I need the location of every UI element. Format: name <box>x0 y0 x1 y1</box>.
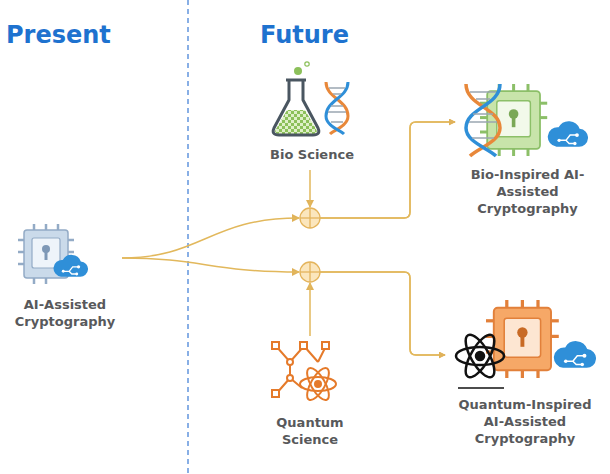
period-heading: Future <box>260 20 349 50</box>
icon-node: Bio Science <box>258 62 366 170</box>
flow-arrow <box>122 122 455 258</box>
icon-node: Quantum Science <box>262 336 358 458</box>
period-heading: Present <box>6 20 111 50</box>
icon-node: Quantum-Inspired AI-Assisted Cryptograph… <box>445 292 605 460</box>
icon-node: AI-Assisted Cryptography <box>8 218 122 336</box>
node-caption: AI-Assisted Cryptography <box>10 296 120 330</box>
dna-icon <box>326 82 348 134</box>
dna-icon <box>466 84 500 156</box>
flow-arrow <box>310 122 455 218</box>
flow-arrow <box>310 272 445 355</box>
chip-icon <box>486 300 559 378</box>
node-caption: Quantum Science <box>265 414 355 448</box>
sum-junction <box>292 262 320 290</box>
icon-node: Bio-Inspired AI-Assisted Cryptography <box>455 80 600 226</box>
node-caption: Bio-Inspired AI-Assisted Cryptography <box>468 166 588 217</box>
chip-icon <box>480 84 547 156</box>
flask-icon <box>273 62 319 135</box>
sum-junction <box>292 200 320 228</box>
divider-line <box>187 0 188 474</box>
node-caption: Quantum-Inspired AI-Assisted Cryptograph… <box>450 396 600 447</box>
flow-arrow <box>122 258 445 355</box>
molecule-icon <box>272 342 336 403</box>
node-caption: Bio Science <box>260 146 364 163</box>
atom-icon <box>456 331 504 388</box>
